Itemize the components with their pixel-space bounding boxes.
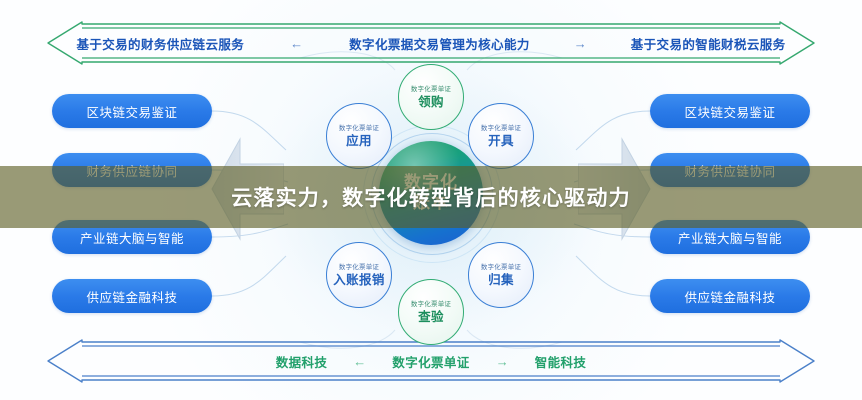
bottom-banner-arrow-shape (47, 339, 815, 383)
top-banner-center-label: 数字化票据交易管理为核心能力 (349, 37, 530, 52)
top-banner: 基于交易的财务供应链云服务 ← 数字化票据交易管理为核心能力 → 基于交易的智能… (46, 20, 816, 66)
node-yingyong-label: 应用 (346, 133, 372, 148)
node-lingou[interactable]: 数字化票单证 领购 (398, 64, 464, 130)
right-pill-blockchain[interactable]: 区块链交易鉴证 (650, 94, 810, 128)
title-overlay-band: 云落实力，数字化转型背后的核心驱动力 (0, 166, 862, 228)
node-guiji-label: 归集 (488, 272, 514, 287)
node-lingou-sub: 数字化票单证 (410, 85, 452, 93)
bottom-banner-center-label: 数字化票单证 (392, 355, 470, 370)
top-banner-right-label: 基于交易的智能财税云服务 (630, 37, 786, 52)
node-yingyong[interactable]: 数字化票单证 应用 (326, 103, 392, 169)
node-guiji[interactable]: 数字化票单证 归集 (468, 242, 534, 308)
bottom-banner-left-arrow: ← (353, 353, 367, 369)
node-chayan[interactable]: 数字化票单证 查验 (398, 279, 464, 345)
node-guiji-sub: 数字化票单证 (480, 263, 522, 271)
node-lingou-label: 领购 (418, 94, 444, 109)
right-pill-supply-fintech[interactable]: 供应链金融科技 (650, 279, 810, 313)
node-chayan-label: 查验 (418, 309, 444, 324)
node-ruzhang-baoxiao[interactable]: 数字化票单证 入账报销 (326, 242, 392, 308)
top-banner-left-arrow: ← (290, 35, 304, 51)
node-kaiju[interactable]: 数字化票单证 开具 (468, 103, 534, 169)
bottom-banner-right-label: 智能科技 (534, 355, 587, 370)
node-kaiju-label: 开具 (488, 133, 514, 148)
node-ruzhang-baoxiao-sub: 数字化票单证 (338, 263, 380, 271)
top-banner-left-label: 基于交易的财务供应链云服务 (76, 37, 245, 52)
node-chayan-sub: 数字化票单证 (410, 300, 452, 308)
bottom-banner-left-label: 数据科技 (275, 355, 328, 370)
left-pill-blockchain[interactable]: 区块链交易鉴证 (52, 94, 212, 128)
top-banner-arrow-shape (47, 21, 815, 65)
left-pill-supply-fintech[interactable]: 供应链金融科技 (52, 279, 212, 313)
page-title: 云落实力，数字化转型背后的核心驱动力 (231, 187, 631, 210)
bottom-banner-right-arrow: → (495, 353, 509, 369)
node-yingyong-sub: 数字化票单证 (338, 124, 380, 132)
top-banner-right-arrow: → (573, 35, 587, 51)
node-ruzhang-baoxiao-label: 入账报销 (333, 272, 385, 287)
bottom-banner: 数据科技 ← 数字化票单证 → 智能科技 (46, 338, 816, 384)
node-kaiju-sub: 数字化票单证 (480, 124, 522, 132)
